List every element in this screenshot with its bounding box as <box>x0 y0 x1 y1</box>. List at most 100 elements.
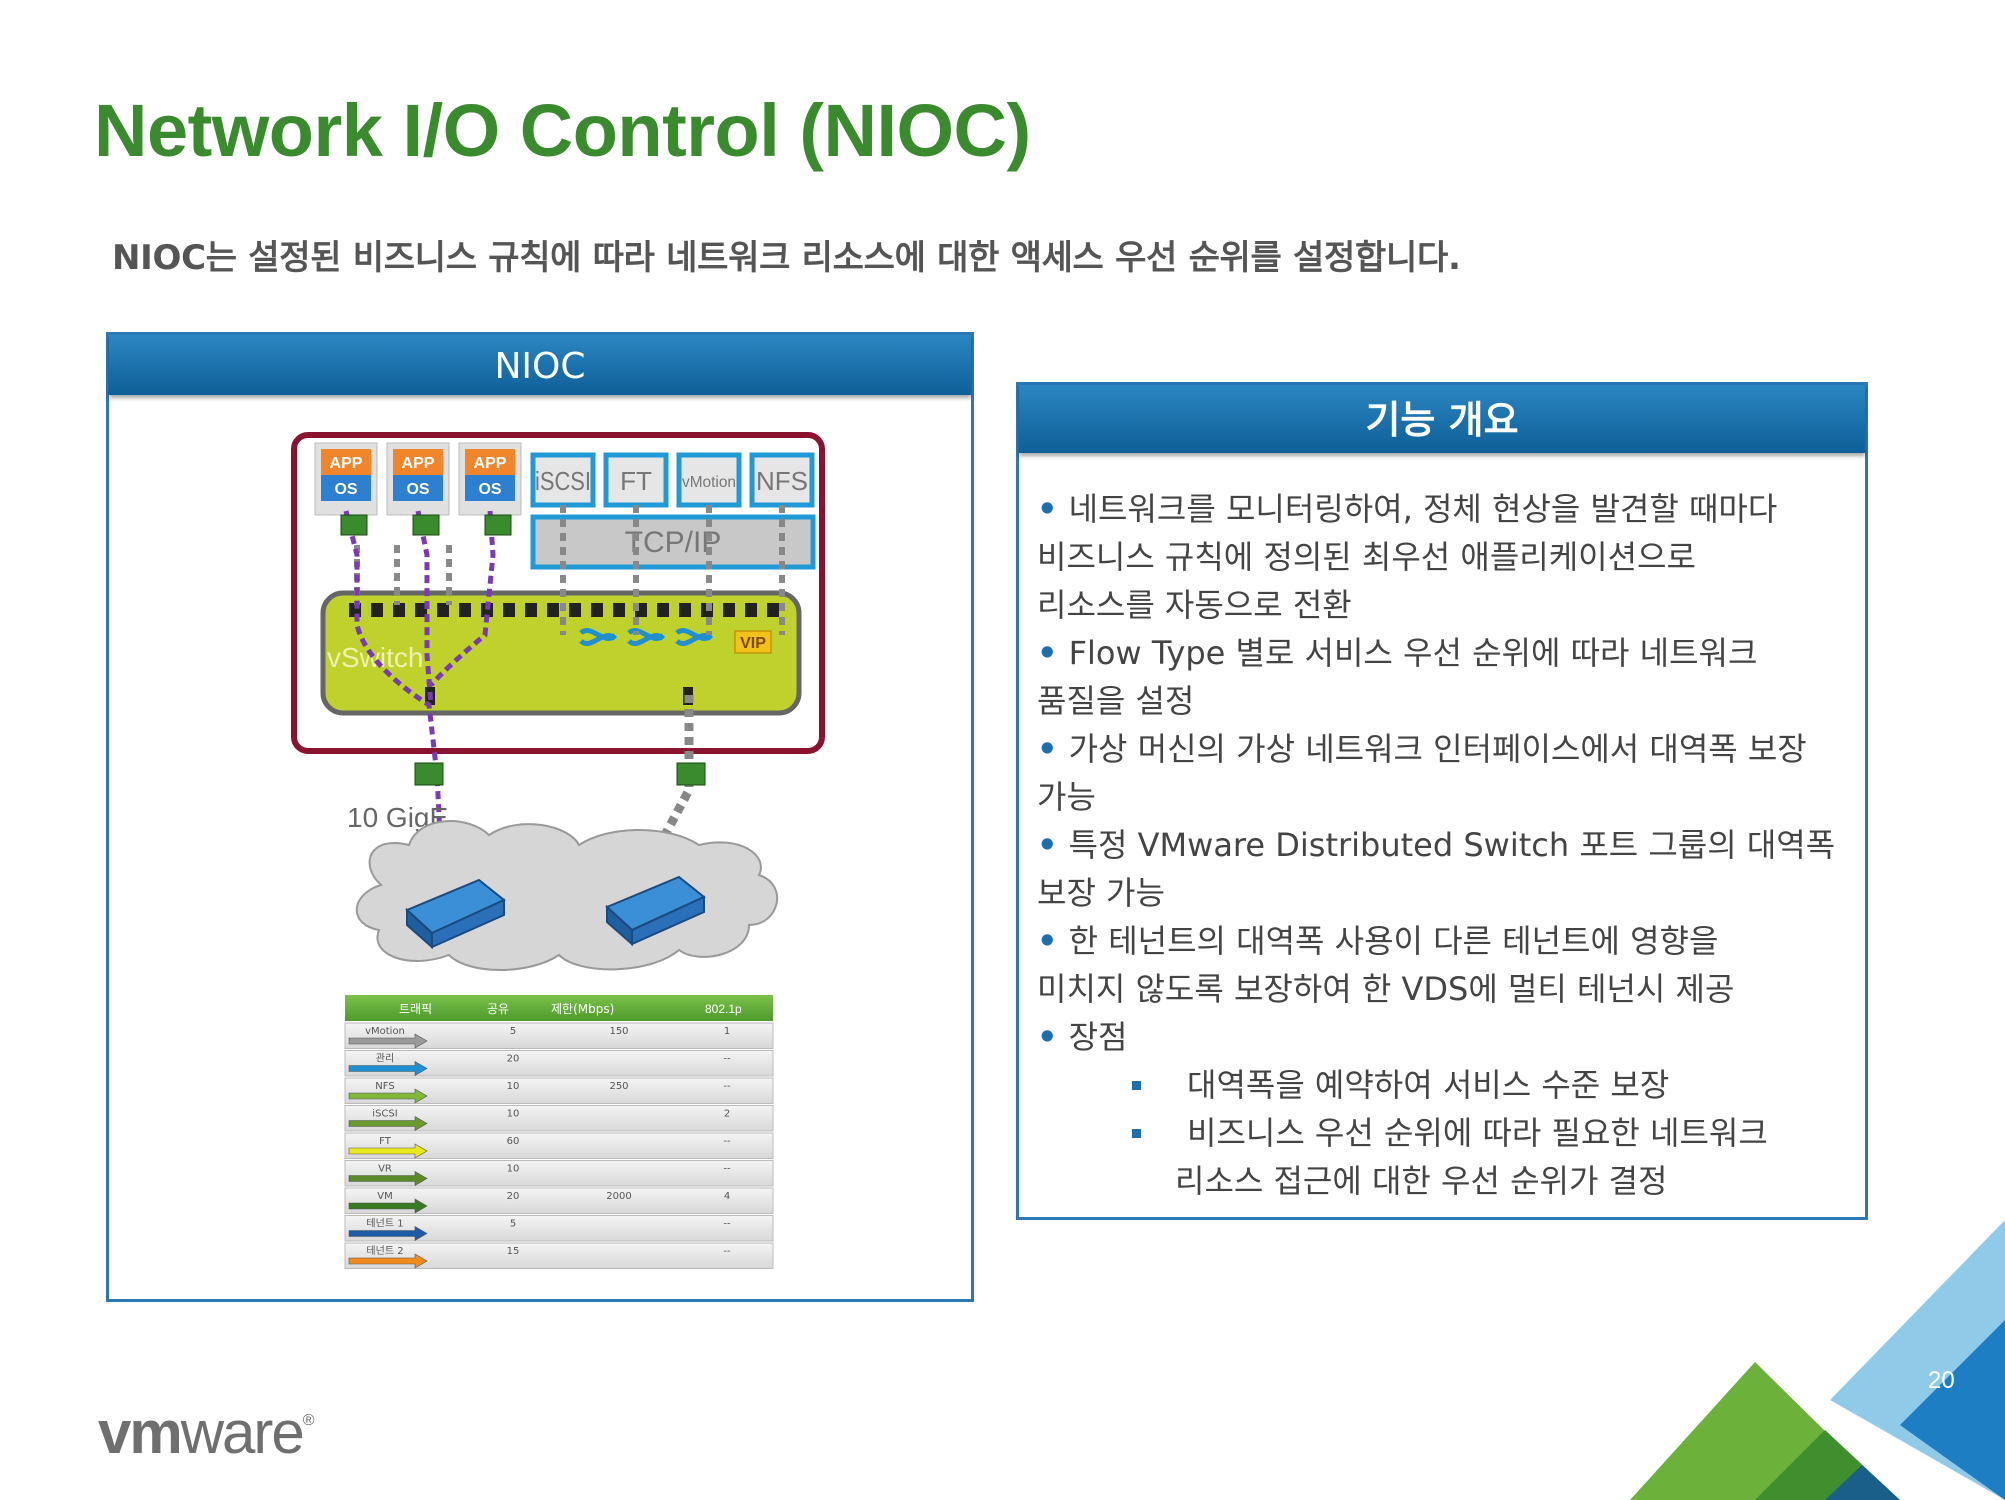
vm-icon-1: APP OS <box>314 442 378 516</box>
traffic-arrow-icon <box>348 1198 428 1214</box>
traffic-8021p-cell: 4 <box>724 1191 730 1202</box>
svg-text:FT: FT <box>620 466 652 496</box>
traffic-share-cell: 10 <box>507 1109 520 1120</box>
table-row: vMotion 5 150 1 <box>344 1022 774 1049</box>
feature-text: 비즈니스 우선 순위에 따라 필요한 네트워크 <box>1187 1114 1768 1152</box>
traffic-shaper-icons <box>579 628 713 646</box>
svg-text:OS: OS <box>406 481 429 498</box>
traffic-8021p-cell: -- <box>723 1246 731 1257</box>
svg-text:vSwitch: vSwitch <box>327 642 423 673</box>
table-row: 테넌트 2 15 -- <box>344 1242 774 1269</box>
square-bullet-icon <box>1132 1081 1141 1090</box>
table-row: VR 10 -- <box>344 1160 774 1187</box>
traffic-name-cell: VR <box>378 1164 392 1175</box>
feature-text: 미치지 않도록 보장하여 한 VDS에 멀티 테넌시 제공 <box>1037 970 1735 1008</box>
traffic-limit-cell: 250 <box>609 1081 628 1092</box>
traffic-name-cell: FT <box>379 1136 392 1147</box>
vmware-logo: vmware® <box>98 1399 315 1466</box>
traffic-name-cell: iSCSI <box>372 1109 397 1120</box>
feature-text: 장점 <box>1068 1018 1128 1056</box>
traffic-8021p-cell: 1 <box>724 1026 730 1037</box>
network-cloud <box>355 820 778 971</box>
traffic-share-cell: 15 <box>507 1246 520 1257</box>
traffic-share-cell: 20 <box>507 1191 520 1202</box>
slide-number: 20 <box>1928 1367 1955 1394</box>
svg-text:OS: OS <box>334 481 357 498</box>
feature-text: 품질을 설정 <box>1037 682 1195 720</box>
feature-sub-item: 대역폭을 예약하여 서비스 수준 보장 <box>1037 1061 1857 1109</box>
service-box-nfs: NFS <box>749 452 815 508</box>
traffic-share-cell: 10 <box>507 1164 520 1175</box>
traffic-name-cell: 관리 <box>376 1053 394 1065</box>
nioc-diagram-panel: NIOC APP OS <box>106 332 974 1302</box>
traffic-arrow-icon <box>348 1115 428 1132</box>
nioc-diagram: APP OS APP OS APP OS iSCSI FT vMo <box>291 432 825 1269</box>
svg-text:NFS: NFS <box>756 466 808 496</box>
feature-text: 한 테넌트의 대역폭 사용이 다른 테넌트에 영향을 <box>1068 922 1719 960</box>
traffic-8021p-cell: -- <box>723 1054 731 1065</box>
bullet-icon: • <box>1037 922 1069 960</box>
bullet-icon: • <box>1037 1018 1069 1056</box>
traffic-8021p-cell: -- <box>723 1136 731 1147</box>
svg-text:vMotion: vMotion <box>682 474 736 491</box>
traffic-name-cell: 테넌트 2 <box>366 1245 403 1257</box>
service-box-ft: FT <box>603 452 669 508</box>
corner-triangles-graphic <box>1630 1220 2005 1500</box>
feature-text: 보장 가능 <box>1037 874 1165 912</box>
square-bullet-icon <box>1132 1129 1141 1138</box>
svg-text:APP: APP <box>330 455 363 472</box>
feature-text: 가상 머신의 가상 네트워크 인터페이스에서 대역폭 보장 <box>1068 730 1807 768</box>
traffic-8021p-cell: -- <box>723 1164 731 1175</box>
traffic-8021p-cell: -- <box>723 1219 731 1230</box>
slide-subtitle: NIOC는 설정된 비즈니스 규칙에 따라 네트워크 리소스에 대한 액세스 우… <box>112 238 1461 278</box>
traffic-arrow-icon <box>348 1033 428 1049</box>
traffic-arrow-icon <box>348 1088 428 1104</box>
slide-title: Network I/O Control (NIOC) <box>94 89 1031 172</box>
feature-item: • 특정 VMware Distributed Switch 포트 그룹의 대역… <box>1037 821 1857 917</box>
bullet-icon: • <box>1037 826 1069 864</box>
vm-traffic-paths <box>343 510 496 925</box>
feature-text: Flow Type 별로 서비스 우선 순위에 따라 네트워크 <box>1068 634 1758 672</box>
feature-text: 리소스 접근에 대한 우선 순위가 결정 <box>1175 1162 1668 1200</box>
feature-item: • 장점 <box>1037 1013 1857 1061</box>
feature-text: 대역폭을 예약하여 서비스 수준 보장 <box>1187 1066 1670 1104</box>
tcpip-stack: TCP/IP <box>530 514 816 570</box>
vip-badge: VIP <box>734 630 772 654</box>
diagram-panel-header: NIOC <box>109 335 971 395</box>
svg-text:APP: APP <box>402 455 435 472</box>
traffic-arrow-icon <box>348 1143 428 1159</box>
traffic-share-cell: 5 <box>510 1026 516 1037</box>
table-row: iSCSI 10 2 <box>344 1105 774 1132</box>
feature-text: 리소스를 자동으로 전환 <box>1037 586 1352 624</box>
traffic-name-cell: vMotion <box>365 1026 405 1037</box>
feature-text: 네트워크를 모니터링하여, 정체 현상을 발견할 때마다 <box>1068 490 1778 528</box>
svg-text:iSCSI: iSCSI <box>535 466 591 496</box>
bullet-icon: • <box>1037 490 1069 528</box>
traffic-arrow-icon <box>348 1253 428 1269</box>
svg-text:OS: OS <box>478 481 501 498</box>
svg-text:TCP/IP: TCP/IP <box>625 526 722 559</box>
table-header-8021p: 802.1p <box>705 1002 742 1016</box>
features-panel-header: 기능 개요 <box>1019 385 1865 453</box>
feature-text: 가능 <box>1037 778 1096 816</box>
traffic-arrow-icon <box>348 1225 428 1242</box>
traffic-arrow-icon <box>348 1170 428 1187</box>
traffic-8021p-cell: 2 <box>724 1109 730 1120</box>
traffic-limit-cell: 150 <box>609 1026 628 1037</box>
traffic-share-cell: 20 <box>507 1054 520 1065</box>
table-row: FT 60 -- <box>344 1132 774 1159</box>
table-header-limit: 제한(Mbps) <box>551 1002 614 1016</box>
table-row: 관리 20 -- <box>344 1050 774 1077</box>
traffic-name-cell: VM <box>377 1191 392 1202</box>
traffic-share-cell: 60 <box>507 1136 520 1147</box>
